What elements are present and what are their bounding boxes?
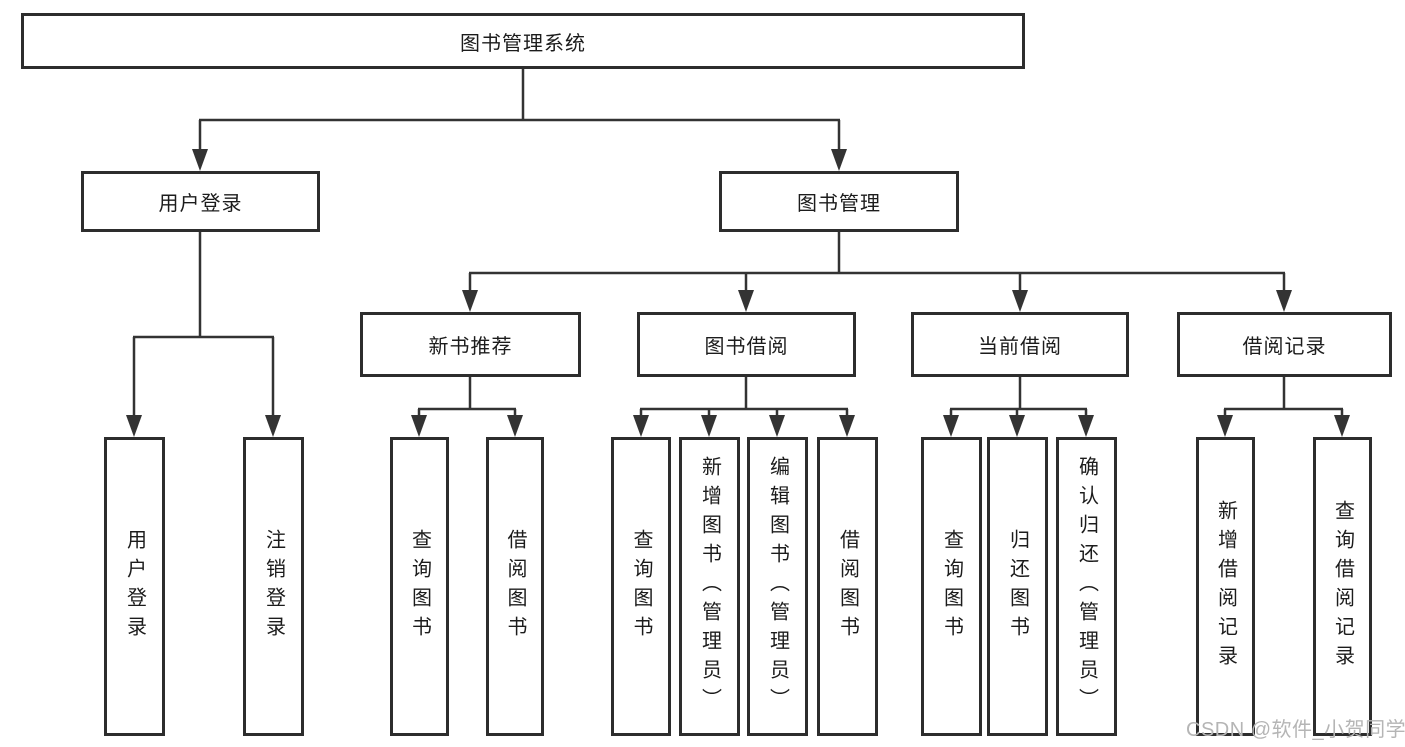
node-borrowing-records-label: 借阅记录 [1242, 336, 1327, 358]
leaf-query-borrow-record: 查询借阅记录 [1313, 437, 1372, 736]
node-current-borrowing-label: 当前借阅 [978, 336, 1062, 358]
node-book-borrowing-label: 图书借阅 [704, 336, 789, 358]
csdn-watermark: CSDN @软件_小贺同学 [1186, 719, 1405, 741]
connector-user-login-children [126, 232, 281, 437]
leaf-add-borrow-record-label: 新增借阅记录 [1214, 499, 1237, 674]
leaf-edit-book-admin-label: 编辑图书（管理员） [766, 456, 789, 717]
leaf-borrow-books-recommend-label: 借阅图书 [504, 528, 526, 645]
leaf-user-login: 用户登录 [104, 437, 165, 736]
leaf-edit-book-admin: 编辑图书（管理员） [747, 437, 808, 736]
leaf-add-book-admin: 新增图书（管理员） [679, 437, 740, 736]
leaf-query-books-current-label: 查询图书 [940, 528, 963, 645]
node-root-label: 图书管理系统 [460, 32, 586, 55]
leaf-confirm-return-admin: 确认归还（管理员） [1056, 437, 1117, 736]
leaf-query-books-borrowing-label: 查询图书 [630, 528, 652, 645]
leaf-query-books-borrowing: 查询图书 [611, 437, 671, 736]
leaf-borrow-books-recommend: 借阅图书 [486, 437, 544, 736]
leaf-borrow-books: 借阅图书 [817, 437, 878, 736]
leaf-return-books-label: 归还图书 [1006, 528, 1029, 645]
leaf-query-books-current: 查询图书 [921, 437, 982, 736]
connector-book-management-sections [462, 232, 1292, 312]
leaf-logout: 注销登录 [243, 437, 304, 736]
leaf-query-books-recommend-label: 查询图书 [408, 528, 431, 645]
leaf-return-books: 归还图书 [987, 437, 1048, 736]
node-new-book-recommendation-label: 新书推荐 [428, 336, 513, 358]
node-book-borrowing: 图书借阅 [637, 312, 856, 377]
leaf-user-login-label: 用户登录 [123, 528, 146, 645]
node-root: 图书管理系统 [21, 13, 1025, 69]
leaf-confirm-return-admin-label: 确认归还（管理员） [1075, 456, 1098, 717]
leaf-query-books-recommend: 查询图书 [390, 437, 449, 736]
leaf-add-borrow-record: 新增借阅记录 [1196, 437, 1255, 736]
node-user-login: 用户登录 [81, 171, 320, 232]
leaf-borrow-books-label: 借阅图书 [836, 528, 859, 645]
node-current-borrowing: 当前借阅 [911, 312, 1129, 377]
leaf-query-borrow-record-label: 查询借阅记录 [1331, 499, 1354, 674]
node-book-management: 图书管理 [719, 171, 959, 232]
connector-root-to-level2 [192, 69, 847, 171]
node-borrowing-records: 借阅记录 [1177, 312, 1392, 377]
node-book-management-label: 图书管理 [797, 193, 881, 215]
leaf-logout-label: 注销登录 [262, 528, 285, 645]
leaf-add-book-admin-label: 新增图书（管理员） [698, 456, 721, 717]
connector-section-leaves [411, 377, 1350, 437]
node-user-login-label: 用户登录 [158, 193, 243, 215]
node-new-book-recommendation: 新书推荐 [360, 312, 581, 377]
